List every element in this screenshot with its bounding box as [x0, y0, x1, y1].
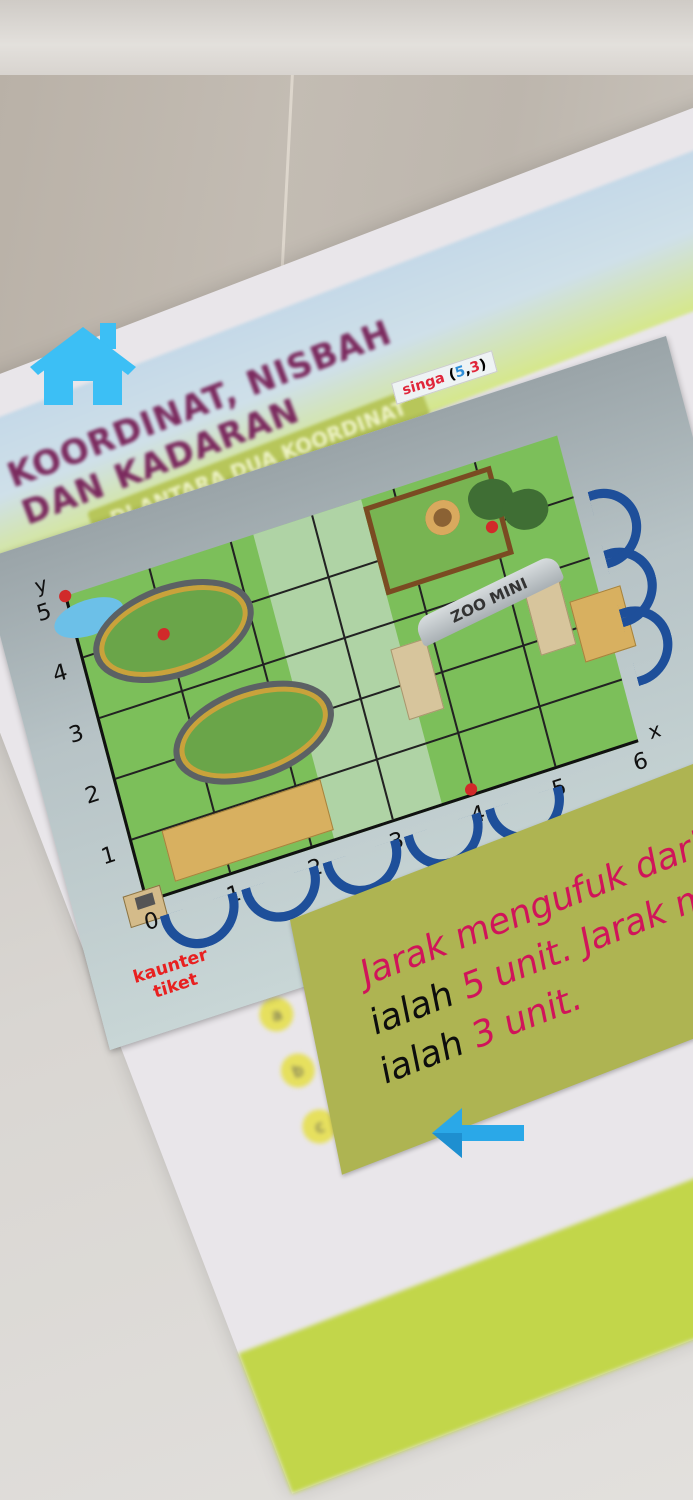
home-icon — [30, 323, 136, 405]
arrow-left-icon — [432, 1108, 524, 1158]
wall-ledge — [0, 0, 693, 75]
flower-bullet-icon: b — [275, 1048, 320, 1093]
lion-figure — [421, 495, 464, 540]
ostrich-enclosure — [82, 560, 265, 702]
back-button[interactable] — [432, 1108, 524, 1158]
bird-point — [463, 781, 479, 798]
home-button[interactable] — [30, 323, 136, 407]
